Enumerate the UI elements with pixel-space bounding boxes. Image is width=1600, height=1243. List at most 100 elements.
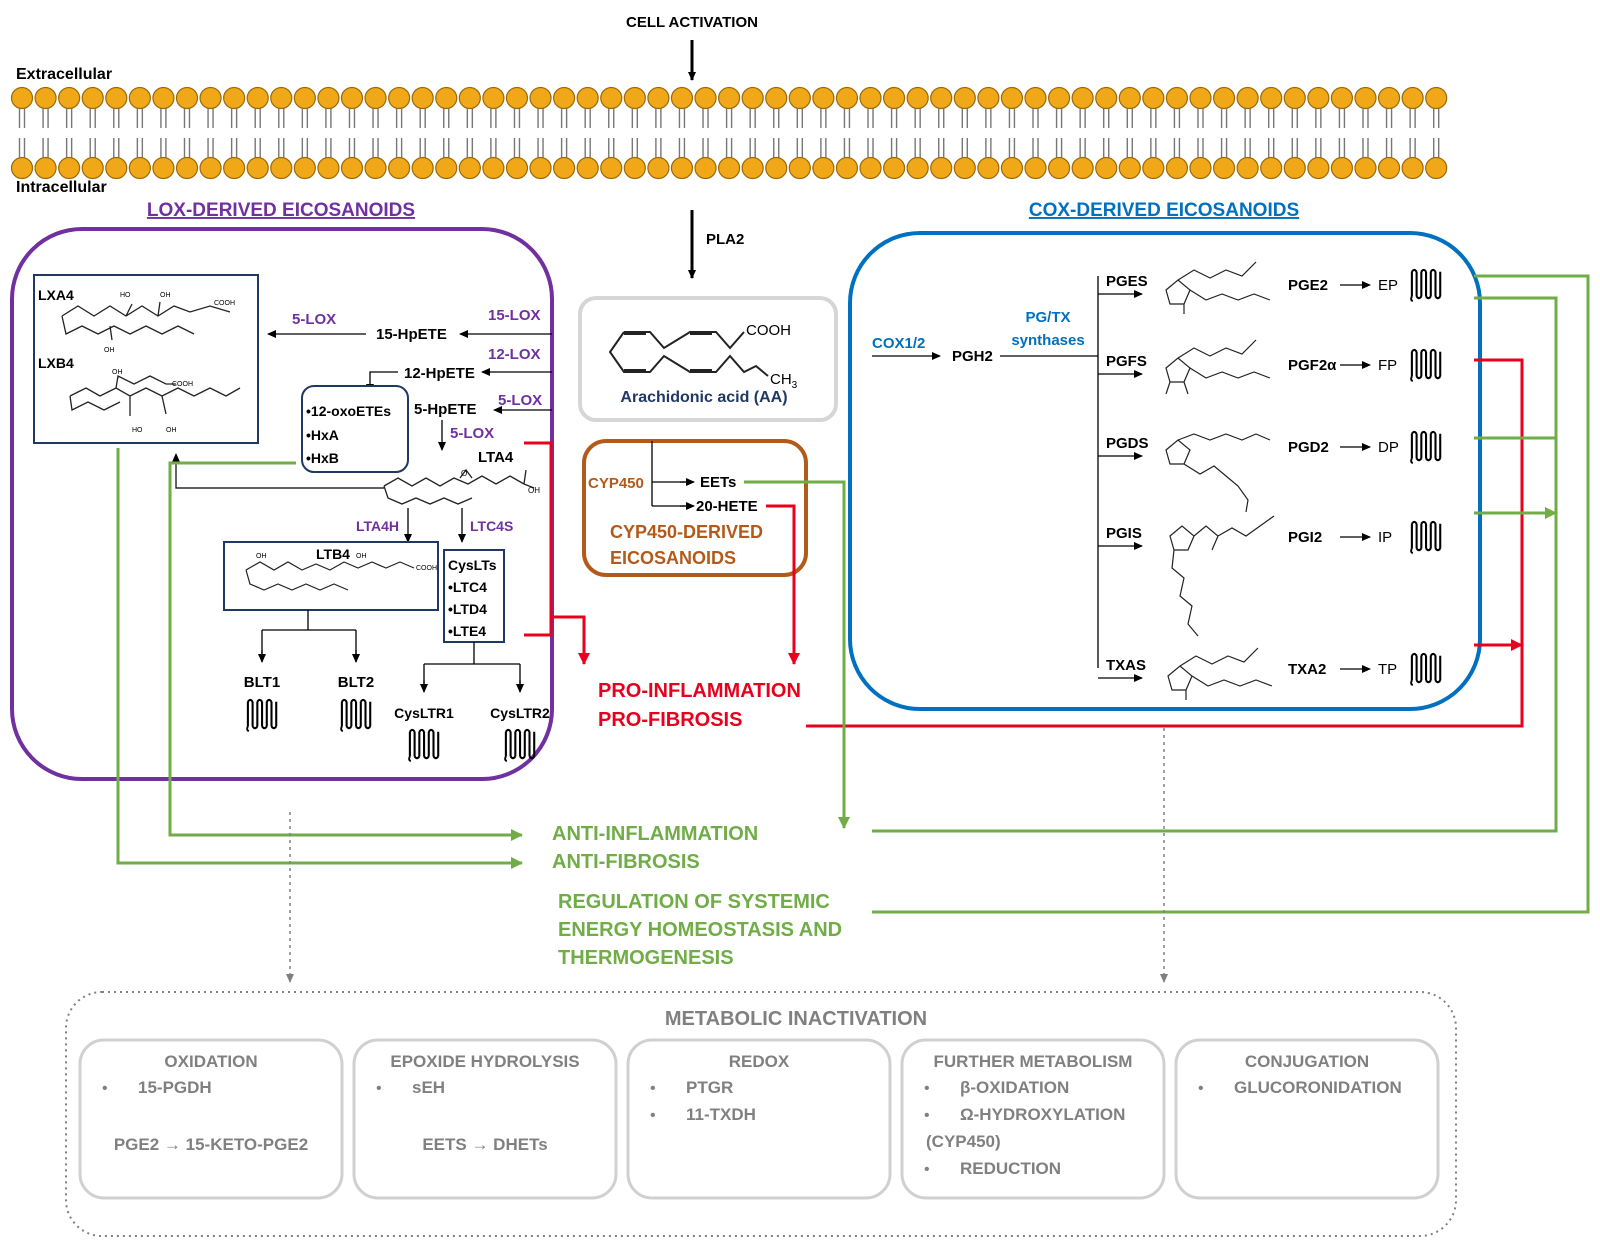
ltb4-oh2: OH [356, 553, 367, 560]
phospholipid-head [906, 86, 929, 110]
cox-pro-arrow [806, 358, 1522, 728]
phospholipid-head [246, 156, 269, 180]
cysltr1-receptor-icon [408, 728, 440, 762]
phospholipid-head [623, 156, 646, 180]
inactivation-item: (CYP450) [926, 1132, 1001, 1151]
enzyme-5lox-b: 5-LOX [498, 392, 542, 409]
aa-label: Arachidonic acid (AA) [620, 389, 787, 406]
cyslts-ltd4: •LTD4 [448, 601, 487, 617]
phospholipid-head [388, 86, 411, 110]
phospholipid-head [458, 156, 481, 180]
cyslts-lte4: •LTE4 [448, 623, 486, 639]
phospholipid-head [835, 156, 859, 180]
phospholipid-head [1142, 86, 1165, 110]
ltb4-structure [245, 561, 415, 591]
ltc4s-label: LTC4S [470, 518, 513, 534]
phospholipid-head [1283, 86, 1306, 110]
lxb4-oh3: OH [166, 427, 177, 434]
inactivation-note: PGE2 → 15-KETO-PGE2 [114, 1135, 308, 1154]
phospholipid-head [741, 156, 764, 180]
phospholipid-head [411, 86, 434, 110]
oxo-anti-arrow [168, 461, 523, 841]
phospholipid-head [1189, 156, 1212, 180]
inactivation-box [352, 1038, 618, 1200]
phospholipid-head [553, 156, 576, 180]
phospholipid-head [317, 86, 340, 110]
phospholipid-head [1354, 156, 1377, 180]
inactivation-item: Ω-HYDROXYLATION [960, 1105, 1125, 1124]
prostanoid-label: PGF2α [1288, 357, 1337, 374]
receptor-label: DP [1378, 439, 1399, 456]
phospholipid-head [1118, 156, 1141, 180]
gpcr-receptor-icon [1410, 268, 1442, 302]
lta4-o: O [461, 469, 467, 478]
pro-fibrosis-label: PRO-FIBROSIS [598, 709, 742, 731]
inactivation-box-title: OXIDATION [164, 1052, 257, 1071]
prostanoid-structure [1165, 433, 1271, 513]
phospholipid-head [10, 156, 34, 180]
phospholipid-head [694, 86, 717, 110]
phospholipid-head [10, 86, 34, 110]
gpcr-receptor-icon [1410, 652, 1442, 686]
lxb4-label: LXB4 [38, 355, 74, 371]
regulation-label-2: ENERGY HOMEOSTASIS AND [558, 919, 842, 941]
lipid-bilayer [10, 86, 1448, 180]
lipoxin-box [33, 274, 259, 444]
phospholipid-head [58, 86, 81, 110]
phospholipid-head [930, 156, 953, 180]
phospholipid-head [199, 86, 222, 110]
phospholipid-head [340, 86, 364, 110]
inactivation-box-title: REDOX [729, 1052, 790, 1071]
phospholipid-head [152, 156, 175, 180]
phospholipid-head [576, 86, 599, 110]
ltb4-cooh: COOH [416, 565, 437, 572]
receptor-label: EP [1378, 277, 1398, 294]
bullet: • [924, 1161, 930, 1178]
blt1-receptor-icon [246, 698, 278, 732]
phospholipid-head [411, 156, 434, 180]
phospholipid-head [199, 156, 222, 180]
oxoete-item-2: •HxA [306, 427, 339, 443]
cyp-enzyme-label: CYP450 [588, 475, 644, 492]
enzyme-5lox-c: 5-LOX [450, 425, 494, 442]
phospholipid-head [34, 86, 57, 110]
inactivation-item: PTGR [686, 1078, 733, 1097]
phospholipid-head [1307, 86, 1330, 110]
phospholipid-head [1142, 156, 1165, 180]
inactivation-item: GLUCORONIDATION [1234, 1078, 1402, 1097]
phospholipid-head [1118, 86, 1141, 110]
phospholipid-head [1071, 156, 1094, 180]
phospholipid-head [1024, 86, 1047, 110]
bullet: • [924, 1080, 930, 1097]
phospholipid-head [576, 156, 599, 180]
phospholipid-head [223, 86, 246, 110]
inactivation-item: sEH [412, 1078, 445, 1097]
phospholipid-head [647, 156, 670, 180]
prostanoid-structure [1169, 515, 1275, 637]
phospholipid-head [835, 86, 859, 110]
bullet: • [650, 1107, 656, 1124]
phospholipid-head [1377, 86, 1401, 110]
phospholipid-head [1165, 86, 1189, 110]
lta4-label: LTA4 [478, 449, 514, 466]
phospholipid-head [529, 156, 552, 180]
phospholipid-head [623, 86, 646, 110]
cox-anti-arrow [872, 274, 1590, 914]
phospholipid-head [270, 156, 293, 180]
ltb4-receptor-branch [261, 610, 357, 662]
inactivation-note: EETS → DHETs [422, 1135, 547, 1154]
lipoxin-anti-arrow [116, 448, 523, 869]
cyp-title-1: CYP450-DERIVED [610, 522, 763, 542]
phospholipid-head [859, 156, 882, 180]
phospholipid-head [882, 156, 906, 180]
phospholipid-head [788, 156, 811, 180]
cyp-title-2: EICOSANOIDS [610, 548, 736, 568]
lxa4-label: LXA4 [38, 287, 74, 303]
inactivation-box-title: FURTHER METABOLISM [934, 1052, 1133, 1071]
anti-fibrosis-label: ANTI-FIBROSIS [552, 851, 700, 873]
aa-cooh: COOH [746, 322, 791, 339]
lxa4-cooh: COOH [214, 300, 235, 307]
phospholipid-head [1236, 86, 1259, 110]
